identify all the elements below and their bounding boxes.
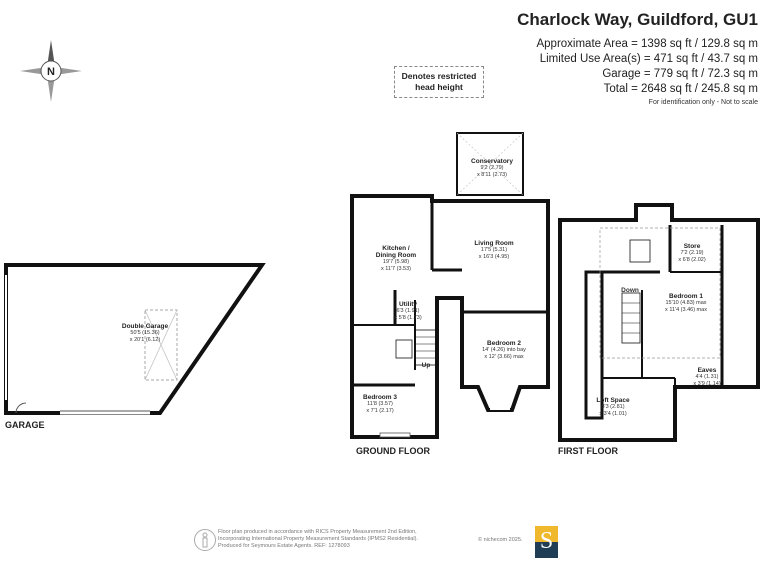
- room-store: Store 7'2 (2.19) x 6'8 (2.02): [678, 243, 705, 264]
- room-dim: x 5'8 (1.73): [394, 315, 422, 321]
- stairs-up-label: Up: [421, 362, 431, 369]
- room-conservatory: Conservatory 9'2 (2.79) x 8'11 (2.73): [471, 158, 513, 179]
- agent-logo: S: [535, 526, 558, 558]
- first-floor-label: FIRST FLOOR: [558, 446, 618, 456]
- ground-floor-label: GROUND FLOOR: [356, 446, 430, 456]
- scale-note: For identification only - Not to scale: [648, 99, 758, 106]
- area-summary: Approximate Area = 1398 sq ft / 129.8 sq…: [536, 37, 758, 97]
- room-loft-space: Loft Space 8'3 (2.81) x 3'4 (1.01): [596, 397, 629, 418]
- property-title: Charlock Way, Guildford, GU1: [517, 10, 758, 29]
- legend-line-2: head height: [415, 82, 463, 92]
- room-dim: x 8'11 (2.73): [477, 172, 507, 178]
- room-dim: 15'10 (4.83) max: [665, 300, 707, 306]
- room-dim: 7'2 (2.19): [680, 250, 704, 256]
- room-name: Bedroom 1: [669, 293, 703, 300]
- first-floor-plan: [558, 203, 760, 442]
- room-dim: 11'8 (3.57): [367, 401, 393, 407]
- room-dim: 9'2 (2.79): [480, 165, 504, 171]
- garage-area: Garage = 779 sq ft / 72.3 sq m: [602, 68, 758, 80]
- room-bedroom-1: Bedroom 1 15'10 (4.83) max x 11'4 (3.46)…: [665, 293, 707, 314]
- room-name: Bedroom 3: [363, 394, 397, 401]
- room-dim: 6'3 (1.91): [396, 308, 420, 314]
- room-name: Store: [683, 243, 701, 250]
- approximate-area: Approximate Area = 1398 sq ft / 129.8 sq…: [536, 38, 758, 50]
- copyright: © nichecom 2025.: [478, 537, 523, 543]
- room-dim: x 3'9 (1.14): [693, 381, 721, 387]
- garage-floor-label: GARAGE: [5, 420, 45, 430]
- room-dim: 19'7 (5.98): [382, 259, 410, 265]
- footer-line: Incorporating International Property Mea…: [218, 536, 418, 542]
- footer-line: Floor plan produced in accordance with R…: [218, 529, 417, 535]
- legend-line-1: Denotes restricted: [401, 71, 477, 81]
- logo-letter: S: [539, 528, 554, 554]
- room-eaves: Eaves 4'4 (1.31) x 3'9 (1.14): [693, 367, 720, 388]
- limited-use-area: Limited Use Area(s) = 471 sq ft / 43.7 s…: [539, 53, 758, 65]
- room-dim: 4'4 (1.31): [695, 374, 719, 380]
- restricted-height-legend: Denotes restricted head height: [394, 66, 484, 98]
- room-name: Loft Space: [596, 397, 630, 404]
- person-icon: [194, 529, 216, 551]
- room-dim: 17'5 (5.31): [480, 247, 508, 253]
- room-name: Conservatory: [471, 158, 513, 165]
- room-kitchen-dining: Kitchen / Dining Room 19'7 (5.98) x 11'7…: [376, 245, 416, 273]
- room-dim: x 11'4 (3.46) max: [665, 307, 707, 313]
- room-dim: x 6'8 (2.02): [678, 257, 706, 263]
- room-dim: x 3'4 (1.01): [599, 411, 627, 417]
- room-name: Double Garage: [121, 323, 169, 330]
- room-dim: x 20'1 (6.12): [129, 337, 161, 343]
- room-bedroom-3: Bedroom 3 11'8 (3.57) x 7'1 (2.17): [363, 394, 397, 415]
- room-dim: x 16'3 (4.95): [478, 254, 510, 260]
- room-dim: x 11'7 (3.53): [380, 266, 411, 272]
- compass-letter: N: [47, 66, 55, 78]
- stairs-down-label: Down: [621, 287, 639, 294]
- room-name: Eaves: [697, 367, 717, 374]
- room-dim: 50'5 (15.36): [130, 330, 160, 336]
- ground-floor-plan: [350, 132, 550, 439]
- room-utility: Utility 6'3 (1.91) x 5'8 (1.73): [394, 301, 421, 322]
- compass-icon: N: [20, 40, 82, 102]
- room-name: Kitchen /: [382, 245, 410, 252]
- room-double-garage: Double Garage 50'5 (15.36) x 20'1 (6.12): [122, 323, 168, 344]
- room-name: Bedroom 2: [487, 340, 521, 347]
- total-area: Total = 2648 sq ft / 245.8 sq m: [603, 83, 758, 95]
- footer-line: Produced for Seymours Estate Agents. REF…: [218, 543, 350, 549]
- footer-text: Floor plan produced in accordance with R…: [218, 529, 418, 550]
- room-name: Living Room: [474, 240, 514, 247]
- room-dim: 14' (4.26) into bay: [482, 347, 526, 353]
- room-dim: x 7'1 (2.17): [366, 408, 394, 414]
- room-bedroom-2: Bedroom 2 14' (4.26) into bay x 12' (3.6…: [482, 340, 526, 361]
- garage-plan: [4, 263, 266, 415]
- room-living-room: Living Room 17'5 (5.31) x 16'3 (4.95): [474, 240, 513, 261]
- room-name: Utility: [398, 301, 418, 308]
- room-name: Dining Room: [375, 252, 417, 259]
- room-dim: x 12' (3.66) max: [484, 354, 524, 360]
- room-dim: 8'3 (2.81): [601, 404, 625, 410]
